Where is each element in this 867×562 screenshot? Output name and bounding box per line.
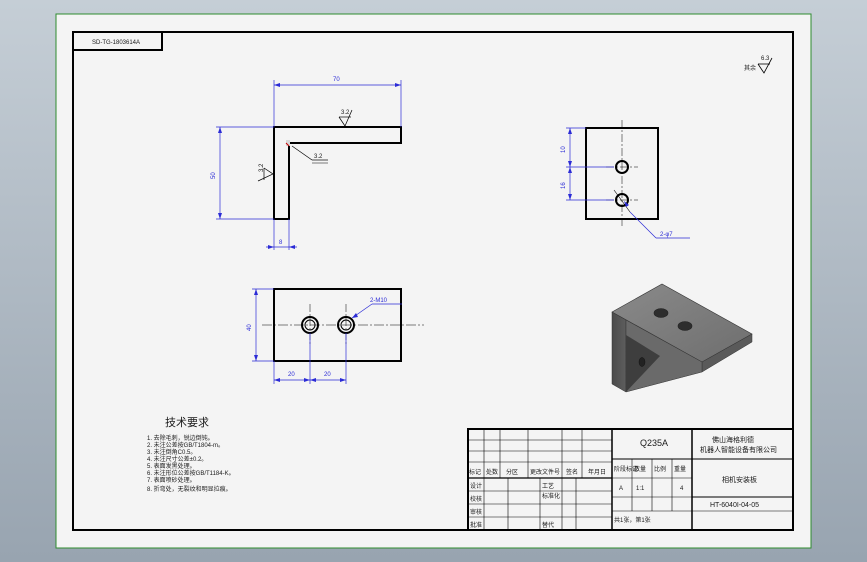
surface-finish-side: 3.2 <box>257 163 274 182</box>
surface-finish-top: 3.2 <box>338 109 353 127</box>
dim-hole-top-offset: 10 <box>561 146 567 153</box>
surface-finish-inner: 3.2 <box>291 145 328 164</box>
tech-req-item: 1. 去除毛刺，锐边倒钝。 <box>147 434 214 442</box>
tech-req-item: 5. 表面发黑处理。 <box>147 462 196 470</box>
dim-counterbore: 2-M10 <box>370 298 388 304</box>
role-label: 审核 <box>470 508 482 516</box>
role-label: 校核 <box>470 495 482 503</box>
tech-req-item: 6. 未注形位公差按GB/T1184-K。 <box>147 469 235 477</box>
tech-req-item: 4. 未注尺寸公差±0.2。 <box>147 455 207 463</box>
title-drawing-number: HT-6040I-04-05 <box>710 502 759 509</box>
role-label: 替代 <box>542 521 554 529</box>
drawing-code-box: SD-TG-1803614A <box>73 32 163 51</box>
surface-finish-general-value: 6.3 <box>761 56 770 62</box>
dim-overall-height: 50 <box>211 172 217 179</box>
side-view: 10 16 2-φ7 <box>561 120 690 239</box>
title-material: Q235A <box>640 438 668 448</box>
isometric-view <box>611 283 753 393</box>
stage-label: 阶段标记 <box>614 465 638 473</box>
dim-pitch-2: 20 <box>324 372 331 378</box>
rev-header: 签名 <box>566 468 578 476</box>
stage-label: 数量 <box>634 465 646 473</box>
tech-req-item: 7. 表面喷砂处理。 <box>147 476 196 484</box>
tech-req-item: 3. 未注倒角C0.5。 <box>147 448 196 456</box>
tech-requirements-title: 技术要求 <box>165 416 209 429</box>
dim-hole-spacing: 16 <box>561 182 567 189</box>
svg-text:3.2: 3.2 <box>314 154 323 160</box>
drawing-border <box>72 31 794 531</box>
dim-thickness: 8 <box>279 240 283 246</box>
role-label: 批准 <box>470 521 482 529</box>
rev-header: 处数 <box>486 468 498 476</box>
role-label: 工艺 <box>542 482 554 490</box>
general-surface-finish: 其余 6.3 <box>744 56 773 74</box>
title-company-line1: 佛山海格利德 <box>712 435 754 444</box>
title-block-text: Q235A 佛山海格利德 机器人智能设备有限公司 相机安装板 HT-6040I-… <box>469 435 777 529</box>
drawing-code-text: SD-TG-1803614A <box>92 40 140 46</box>
stage-label: 重量 <box>674 465 686 473</box>
tech-req-item: 2. 未注公差按GB/T1804-m。 <box>147 441 224 449</box>
title-part-name: 相机安装板 <box>722 475 757 484</box>
stage-mark: A <box>619 486 623 492</box>
rev-header: 分区 <box>506 468 518 476</box>
tech-requirements: 技术要求 1. 去除毛刺，锐边倒钝。 2. 未注公差按GB/T1804-m。 3… <box>147 416 235 493</box>
count-value: 4 <box>680 486 684 492</box>
surface-finish-prefix: 其余 <box>744 64 756 72</box>
dim-plate-width: 40 <box>247 324 253 331</box>
role-label: 标准化 <box>542 492 560 500</box>
rev-header: 更改文件号 <box>530 468 560 476</box>
role-label: 设计 <box>470 482 482 490</box>
dim-hole-callout: 2-φ7 <box>660 232 673 238</box>
top-view: 40 20 20 2-M10 <box>247 288 424 384</box>
scale-value: 1:1 <box>636 486 645 492</box>
svg-text:3.2: 3.2 <box>341 110 350 116</box>
title-block <box>467 428 794 531</box>
dim-pitch-1: 20 <box>288 372 295 378</box>
svg-text:3.2: 3.2 <box>259 163 265 172</box>
rev-header: 标记 <box>469 468 481 476</box>
rev-header: 年月日 <box>588 468 606 476</box>
tech-req-item: 8. 折弯处，无裂纹和明显拉痕。 <box>147 485 232 493</box>
sheets-value: 共1张，第1张 <box>614 516 651 524</box>
front-view: 70 50 8 3.2 3.2 3.2 <box>211 77 402 250</box>
title-company-line2: 机器人智能设备有限公司 <box>700 445 777 454</box>
stage-label: 比例 <box>654 465 666 473</box>
dim-overall-width: 70 <box>333 77 340 83</box>
